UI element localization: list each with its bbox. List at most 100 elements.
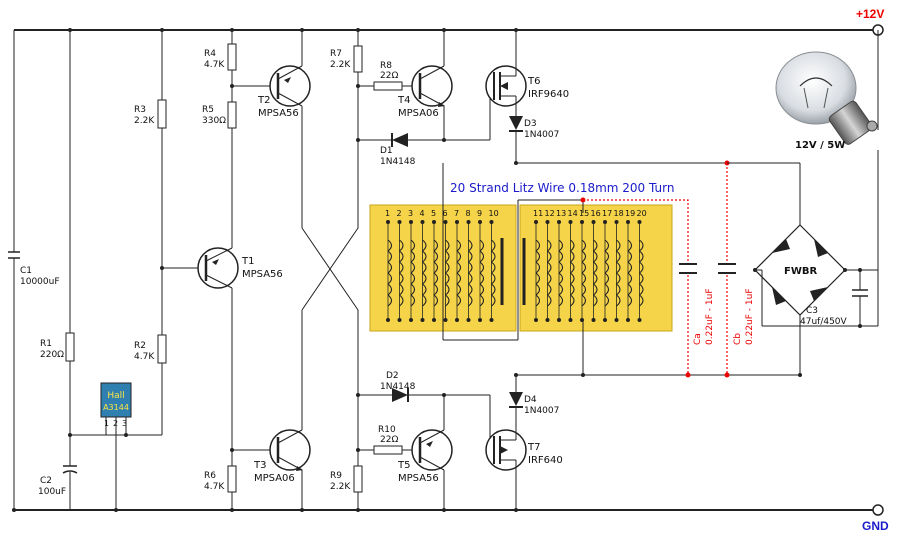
- coil-winding-turn: [468, 261, 473, 274]
- coil-winding-turn: [581, 261, 587, 274]
- coil-winding-turn: [422, 272, 427, 285]
- hall-name: Hall: [107, 391, 124, 401]
- hall-pin-3: 3: [122, 419, 127, 428]
- coil-winding-turn: [422, 250, 427, 263]
- d4-ref: D4: [524, 395, 537, 405]
- coil-winding-turn: [558, 272, 564, 285]
- coil-tap-dot: [409, 220, 413, 224]
- c1-ref: C1: [20, 266, 32, 276]
- coil-winding-turn: [593, 239, 598, 252]
- t6-ref: T6: [527, 76, 540, 87]
- r1-ref: R1: [40, 339, 52, 349]
- gnd-label: GND: [862, 519, 889, 533]
- coil-winding-turn: [456, 261, 462, 274]
- coil-winding-turn: [456, 239, 462, 252]
- coil-tap-dot: [386, 318, 390, 322]
- coil-winding-turn: [456, 283, 462, 296]
- coil-winding-turn: [399, 239, 404, 252]
- d1-part: 1N4148: [380, 157, 416, 167]
- coil-winding-turn: [445, 272, 450, 285]
- d1-ref: D1: [380, 146, 393, 156]
- cross-wire-a: [301, 227, 359, 395]
- coil-winding-turn: [491, 239, 496, 252]
- coil-tap-dot: [591, 318, 596, 322]
- coil-winding-turn: [570, 261, 575, 274]
- coil-tap-dot: [489, 220, 494, 224]
- r3-value: 2.2K: [134, 116, 155, 126]
- r9-value: 2.2K: [330, 482, 351, 492]
- coil-winding-turn: [639, 272, 644, 285]
- coil-winding-turn: [558, 250, 564, 263]
- bridge-label: FWBR: [784, 266, 817, 277]
- r5-value: 330Ω: [202, 116, 226, 126]
- t5-ref: T5: [397, 460, 410, 471]
- r8-value: 22Ω: [380, 71, 398, 81]
- d4-part: 1N4007: [524, 406, 559, 416]
- coil-tap-label: 13: [556, 209, 566, 218]
- coil-winding-turn: [593, 283, 598, 296]
- transistor-t1: T1 MPSA56: [162, 140, 283, 450]
- coil-winding-turn: [627, 261, 633, 274]
- coil-winding-turn: [410, 239, 416, 252]
- coil-winding-turn: [616, 239, 621, 252]
- cross-wire-b: [301, 140, 359, 311]
- coil-winding-turn: [491, 283, 496, 296]
- coil-winding-turn: [399, 272, 404, 285]
- coil-winding-turn: [445, 294, 450, 307]
- t7-ref: T7: [527, 442, 540, 453]
- coil-winding-turn: [604, 250, 610, 263]
- coil-winding-turn: [627, 239, 633, 252]
- coil-tap-label: 7: [454, 209, 459, 218]
- r9-ref: R9: [330, 471, 342, 481]
- t5-part: MPSA56: [398, 473, 439, 484]
- coil-winding-turn: [410, 250, 416, 263]
- coil-winding-turn: [604, 239, 610, 252]
- coil-tap-dot: [478, 318, 482, 322]
- coil-winding-turn: [410, 261, 416, 274]
- coil-winding-turn: [387, 272, 393, 285]
- coil-winding-turn: [433, 294, 439, 307]
- r10-ref: R10: [378, 425, 396, 435]
- resistor-r6: R6 4.7K: [204, 449, 272, 510]
- ca-value: 0.22uF - 1uF: [705, 289, 715, 346]
- coil-winding-turn: [410, 283, 416, 296]
- coil-tap-label: 14: [568, 209, 578, 218]
- coil-winding-turn: [433, 261, 439, 274]
- coil-tap-dot: [614, 318, 619, 322]
- capacitor-c1: C1 10000uF: [8, 30, 60, 510]
- capacitor-c3: C3 47uf/450V: [800, 270, 868, 327]
- coil-winding-turn: [456, 250, 462, 263]
- coil-tap-dot: [545, 318, 550, 322]
- coil-tap-dot: [466, 220, 471, 224]
- resistor-r3: R3 2.2K: [134, 30, 167, 335]
- coil-tap-label: 12: [545, 209, 555, 218]
- r7-value: 2.2K: [330, 60, 351, 70]
- coil-winding-turn: [433, 272, 439, 285]
- coil-winding-turn: [535, 272, 541, 285]
- r4-ref: R4: [204, 49, 216, 59]
- coil-winding-turn: [422, 283, 427, 296]
- coil-tap-label: 3: [408, 209, 413, 218]
- resistor-r8: R8 22Ω: [358, 61, 416, 91]
- r6-value: 4.7K: [204, 482, 225, 492]
- coil-winding-turn: [570, 294, 575, 307]
- coil-tap-label: 11: [533, 209, 543, 218]
- coil-winding-turn: [479, 250, 485, 263]
- c2-value: 100uF: [38, 487, 66, 497]
- resistor-r2: R2 4.7K: [134, 334, 167, 435]
- coil-winding-turn: [445, 261, 450, 274]
- coil-tap-dot: [568, 318, 573, 322]
- coil-tap-dot: [397, 220, 402, 224]
- coil-tap-dot: [478, 220, 482, 224]
- coil-winding-turn: [535, 283, 541, 296]
- coil-tap-dot: [432, 318, 436, 322]
- coil-tap-dot: [409, 318, 413, 322]
- coil-winding-turn: [399, 250, 404, 263]
- coil-tap-dot: [534, 318, 538, 322]
- coil-winding-turn: [433, 283, 439, 296]
- coil-core-right: [519, 204, 673, 332]
- r4-value: 4.7K: [204, 60, 225, 70]
- coil-winding-turn: [387, 261, 393, 274]
